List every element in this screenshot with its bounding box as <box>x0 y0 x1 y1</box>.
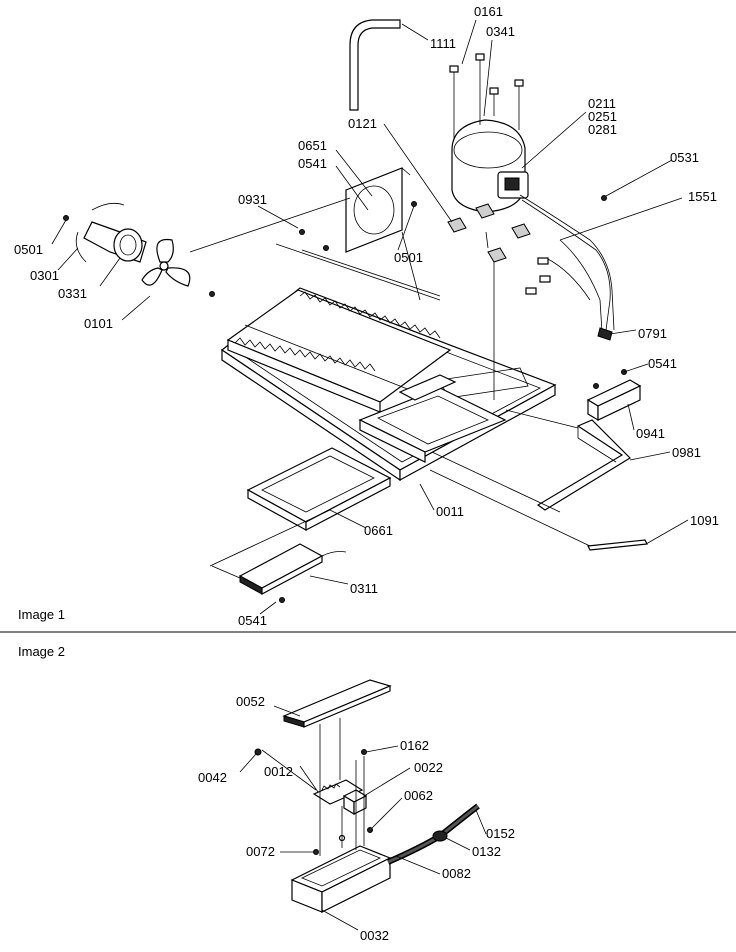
callout-leaders-image2 <box>239 705 487 931</box>
control-bracket <box>358 374 507 463</box>
condenser-coil <box>226 289 452 413</box>
cover-plate <box>282 679 392 728</box>
callout-0132: 0132 <box>472 844 501 859</box>
control-board <box>312 779 364 805</box>
callout-0032: 0032 <box>360 928 389 943</box>
callout-leaders-image1 <box>51 19 689 615</box>
callout-0012: 0012 <box>264 764 293 779</box>
fan-motor <box>75 202 147 263</box>
callout-0931: 0931 <box>238 192 267 207</box>
suction-tube <box>349 19 401 111</box>
callout-0101: 0101 <box>84 316 113 331</box>
small-screws <box>63 195 627 603</box>
callout-0791: 0791 <box>638 326 667 341</box>
assembly-guides <box>189 197 591 579</box>
callout-0331: 0331 <box>58 286 87 301</box>
callout-0251: 0251 <box>588 109 617 124</box>
callout-0311: 0311 <box>350 581 378 596</box>
mounting-bolts <box>449 53 524 140</box>
callout-0301: 0301 <box>30 268 59 283</box>
callout-0062: 0062 <box>404 788 433 803</box>
callout-0022: 0022 <box>414 760 443 775</box>
callout-0541-c: 0541 <box>238 613 267 628</box>
image1-drawing: 1111 0161 0341 0121 0211 0251 0281 0651 … <box>14 4 719 628</box>
drain-pan <box>246 447 392 532</box>
callout-0541-b: 0541 <box>648 356 677 371</box>
callout-0121: 0121 <box>348 116 377 131</box>
callout-0072: 0072 <box>246 844 275 859</box>
side-rail <box>536 419 631 511</box>
image2-drawing: Image 2 <box>18 644 515 943</box>
callout-1091: 1091 <box>690 513 719 528</box>
callout-0152: 0152 <box>486 826 515 841</box>
section-label-image1: Image 1 <box>18 607 65 622</box>
fan-shroud <box>345 167 411 253</box>
control-housing <box>290 845 392 913</box>
relay-bracket <box>586 379 642 422</box>
trim-strip <box>587 539 648 551</box>
drain-heater <box>238 543 347 595</box>
callout-0661: 0661 <box>364 523 393 538</box>
callout-0981: 0981 <box>672 445 701 460</box>
callout-0162: 0162 <box>400 738 429 753</box>
assembly-guides-image2 <box>261 718 365 856</box>
callout-0651: 0651 <box>298 138 327 153</box>
callout-0531: 0531 <box>670 150 699 165</box>
callout-0501-b: 0501 <box>14 242 43 257</box>
section-label-image2: Image 2 <box>18 644 65 659</box>
callout-labels-image2: 0052 0042 0012 0162 0022 0062 0152 0132 … <box>198 694 515 943</box>
callout-0211: 0211 <box>588 96 616 111</box>
callout-0042: 0042 <box>198 770 227 785</box>
compressor <box>447 119 531 263</box>
callout-0341: 0341 <box>486 24 515 39</box>
callout-1551: 1551 <box>688 189 717 204</box>
callout-0052: 0052 <box>236 694 265 709</box>
relay <box>342 789 368 816</box>
callout-0541-a: 0541 <box>298 156 327 171</box>
callout-0082: 0082 <box>442 866 471 881</box>
callout-1111: 1111 <box>430 36 456 51</box>
callout-0011: 0011 <box>436 504 464 519</box>
wiring-harness <box>519 194 615 341</box>
callout-0161: 0161 <box>474 4 503 19</box>
callout-labels-image1: 1111 0161 0341 0121 0211 0251 0281 0651 … <box>14 4 719 628</box>
callout-0501-a: 0501 <box>394 250 423 265</box>
callout-0281: 0281 <box>588 122 617 137</box>
callout-0941: 0941 <box>636 426 665 441</box>
power-cord <box>386 803 480 865</box>
fan-blade <box>141 238 191 287</box>
